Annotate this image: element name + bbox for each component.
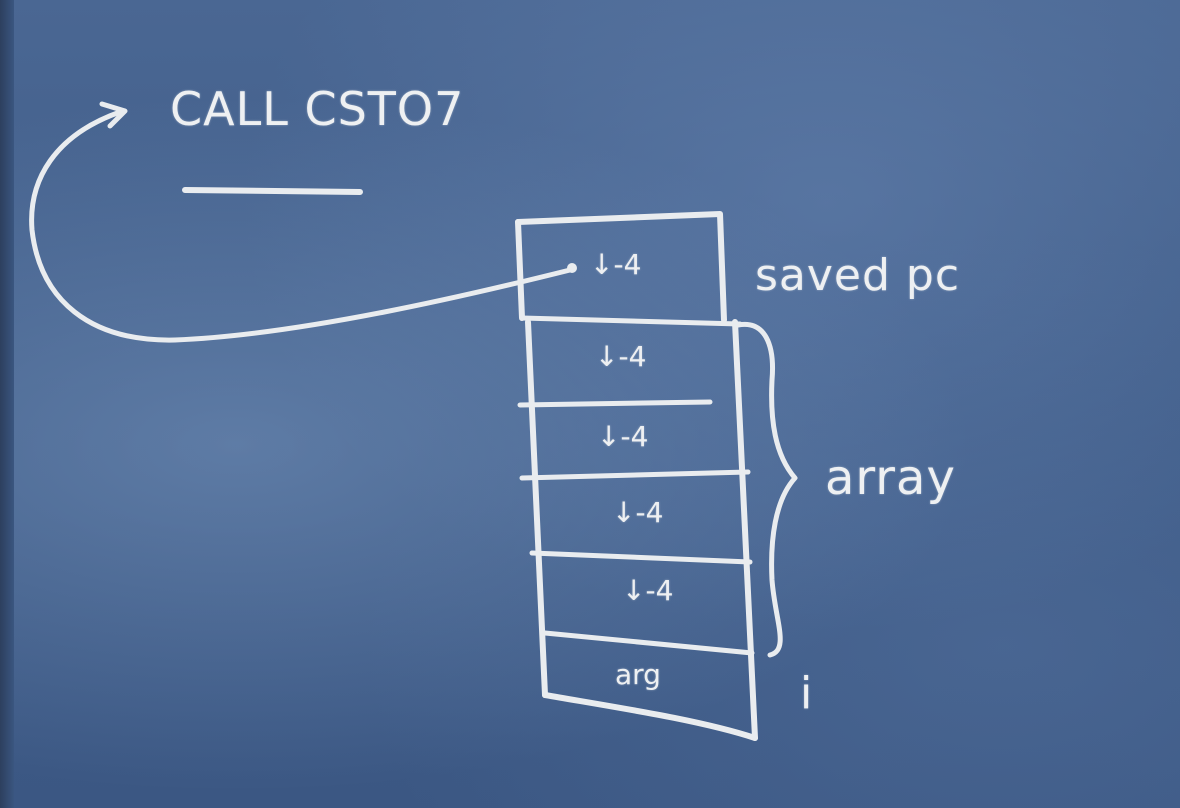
- stack-cell-array-1: ↓-4: [595, 340, 647, 373]
- cell-divider: [517, 399, 713, 408]
- stack-bottom-border: [542, 692, 758, 741]
- array-brace: [735, 321, 798, 658]
- stack-cell-array-2: ↓-4: [597, 420, 649, 453]
- cell-divider: [519, 315, 743, 327]
- cell-divider: [529, 550, 753, 565]
- cell-divider: [542, 630, 755, 656]
- stack-right-border: [732, 319, 758, 741]
- saved-pc-dot: [567, 263, 577, 273]
- saved-pc-label: saved pc: [755, 250, 961, 301]
- array-label: array: [825, 450, 956, 506]
- i-label: i: [800, 668, 814, 719]
- stack-top-left: [515, 219, 525, 321]
- stack-top-border: [515, 211, 727, 323]
- stack-left-border: [525, 319, 548, 698]
- stack-cell-array-3: ↓-4: [612, 496, 664, 529]
- return-arrow-head: [99, 101, 128, 129]
- return-arrow-line: [29, 109, 573, 343]
- instruction-underline: [182, 187, 363, 195]
- stack-cell-array-4: ↓-4: [622, 574, 674, 607]
- call-instruction: CALL CSTO7: [170, 82, 465, 136]
- stack-cell-arg: arg: [615, 658, 661, 691]
- stack-cell-saved-pc: ↓-4: [590, 248, 642, 281]
- cell-divider: [519, 469, 751, 481]
- board-frame-edge: [0, 0, 14, 808]
